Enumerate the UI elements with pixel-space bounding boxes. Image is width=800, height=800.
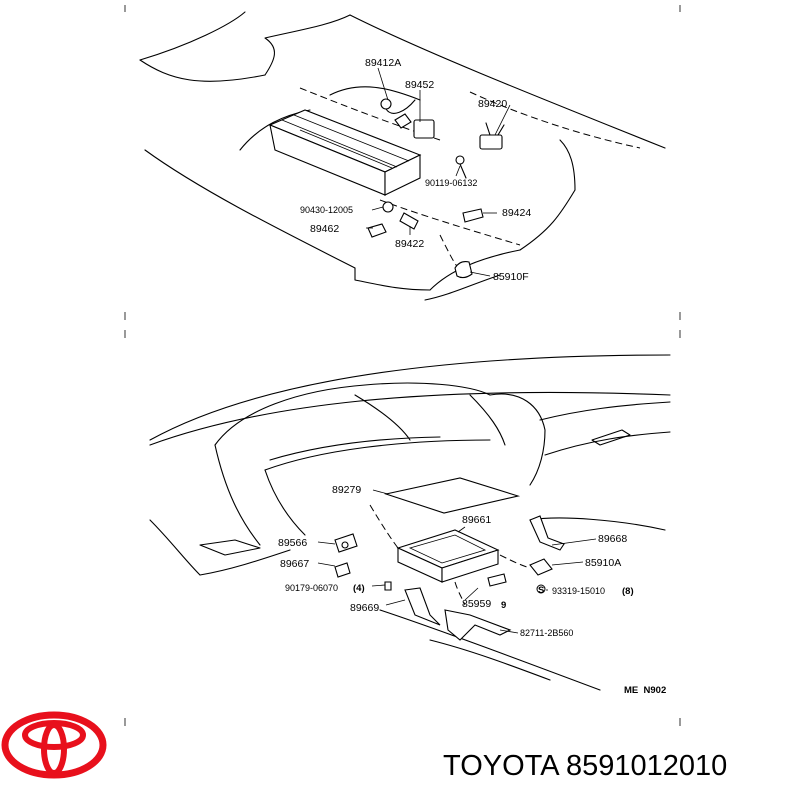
label-89420: 89420 bbox=[478, 98, 507, 110]
label-90179-06070: 90179-06070 bbox=[285, 583, 338, 593]
label-9: 9 bbox=[501, 600, 506, 611]
label-89462: 89462 bbox=[310, 223, 339, 235]
label-85959: 85959 bbox=[462, 598, 491, 610]
diagram-code: ME N902 bbox=[624, 685, 666, 696]
engine-bay-view: 89412A 89452 89420 90119-06132 90430-120… bbox=[124, 5, 681, 320]
label-89661: 89661 bbox=[462, 514, 491, 526]
label-89424: 89424 bbox=[502, 207, 531, 219]
label-89566: 89566 bbox=[278, 537, 307, 549]
brand-part-number: TOYOTA 8591012010 bbox=[443, 750, 727, 782]
label-85910f: 85910F bbox=[493, 271, 529, 283]
label-qty-4: (4) bbox=[353, 583, 365, 594]
label-89412a: 89412A bbox=[365, 57, 401, 69]
label-89669: 89669 bbox=[350, 602, 379, 614]
label-89452: 89452 bbox=[405, 79, 434, 91]
label-85910a: 85910A bbox=[585, 557, 621, 569]
label-89668: 89668 bbox=[598, 533, 627, 545]
label-93319-15010: 93319-15010 bbox=[552, 586, 605, 596]
label-89667: 89667 bbox=[280, 558, 309, 570]
label-82711-2b560: 82711-2B560 bbox=[520, 628, 573, 638]
toyota-logo-icon bbox=[1, 711, 107, 779]
label-qty-8: (8) bbox=[622, 586, 634, 597]
dashboard-view: 89279 89661 89566 89668 89667 85910A 901… bbox=[124, 330, 681, 726]
label-90430-12005: 90430-12005 bbox=[300, 205, 353, 215]
label-89279: 89279 bbox=[332, 484, 361, 496]
label-s-mark: S bbox=[538, 585, 544, 596]
label-89422: 89422 bbox=[395, 238, 424, 250]
label-90119-06132: 90119-06132 bbox=[425, 178, 477, 188]
